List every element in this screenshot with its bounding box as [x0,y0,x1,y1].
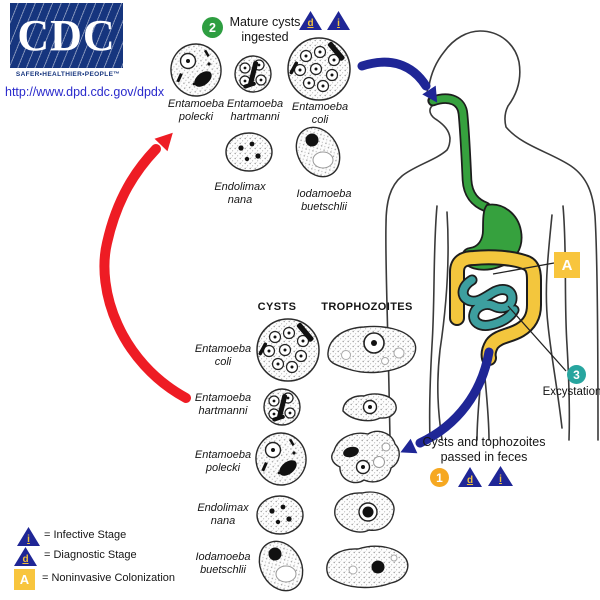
infective-stage-icon: i [327,11,350,30]
fecal-passage-arrow [400,347,494,454]
table-label-entamoeba-polecki: Entamoeba polecki [194,449,252,474]
entamoeba-hartmanni-cyst-illustration [234,55,272,93]
step-1-label: Cysts and tophozoites passed in feces [422,435,546,464]
table-label-entamoeba-hartmanni: Entamoeba hartmanni [194,392,252,417]
colon-illustration [449,249,542,366]
diagnostic-stage-icon: d [14,547,37,566]
table-label-iodamoeba-buetschlii: Iodamoeba buetschlii [195,551,251,576]
endolimax-nana-cyst-illustration [225,132,273,172]
table-endolimax-nana-trophozoite [334,491,395,533]
label-entamoeba-hartmanni: Entamoeba hartmanni [226,98,284,123]
reinfection-cycle-arrow [99,132,191,403]
label-entamoeba-polecki: Entamoeba polecki [167,98,225,123]
entamoeba-coli-cyst-illustration [287,37,351,101]
noninvasive-colonization-icon: A [14,569,35,590]
infective-stage-icon: i [17,527,40,546]
colonization-leader-line [492,262,555,275]
legend-colonization-label: = Noninvasive Colonization [42,572,175,584]
label-entamoeba-coli: Entamoeba coli [291,101,349,126]
dpdx-url: http://www.dpd.cdc.gov/dpdx [5,85,165,99]
table-entamoeba-hartmanni-trophozoite [342,393,397,422]
cdc-logo-text: CDC [17,10,116,60]
legend-diagnostic-label: = Diagnostic Stage [44,549,137,561]
step-3-label: Excystation [542,386,600,398]
table-entamoeba-hartmanni-cyst [263,388,301,426]
cdc-tagline: SAFER•HEALTHIER•PEOPLE™ [15,71,121,78]
diagnostic-stage-icon: d [458,467,482,487]
table-label-entamoeba-coli: Entamoeba coli [194,343,252,368]
step-2-label: Mature cysts ingested [229,15,301,44]
table-entamoeba-polecki-cyst [251,429,311,489]
iodamoeba-buetschlii-cyst-illustration [286,118,350,186]
table-entamoeba-coli-cyst [256,318,320,382]
legend-infective-label: = Infective Stage [44,529,127,541]
diagnostic-stage-icon: d [299,11,322,30]
small-intestine-illustration [457,274,520,331]
step-3-circle: 3 [567,365,586,384]
table-entamoeba-coli-trophozoite [327,325,417,374]
table-entamoeba-polecki-trophozoite [331,430,400,484]
step-2-circle: 2 [202,17,223,38]
label-iodamoeba-buetschlii: Iodamoeba buetschlii [296,188,352,213]
table-label-endolimax-nana: Endolimax nana [197,502,249,527]
label-endolimax-nana: Endolimax nana [214,181,266,206]
excystation-leader-line [507,305,567,372]
step-1-circle: 1 [430,468,449,487]
column-header-cysts: CYSTS [257,301,297,313]
table-endolimax-nana-cyst [256,495,304,535]
cdc-logo: CDC [10,3,123,68]
column-header-trophozoites: TROPHOZOITES [321,301,413,313]
ingestion-arrow [357,57,438,103]
table-iodamoeba-buetschlii-trophozoite [326,545,409,589]
infective-stage-icon: i [488,466,513,486]
noninvasive-colonization-icon: A [554,252,580,278]
esophagus-illustration [427,93,492,213]
